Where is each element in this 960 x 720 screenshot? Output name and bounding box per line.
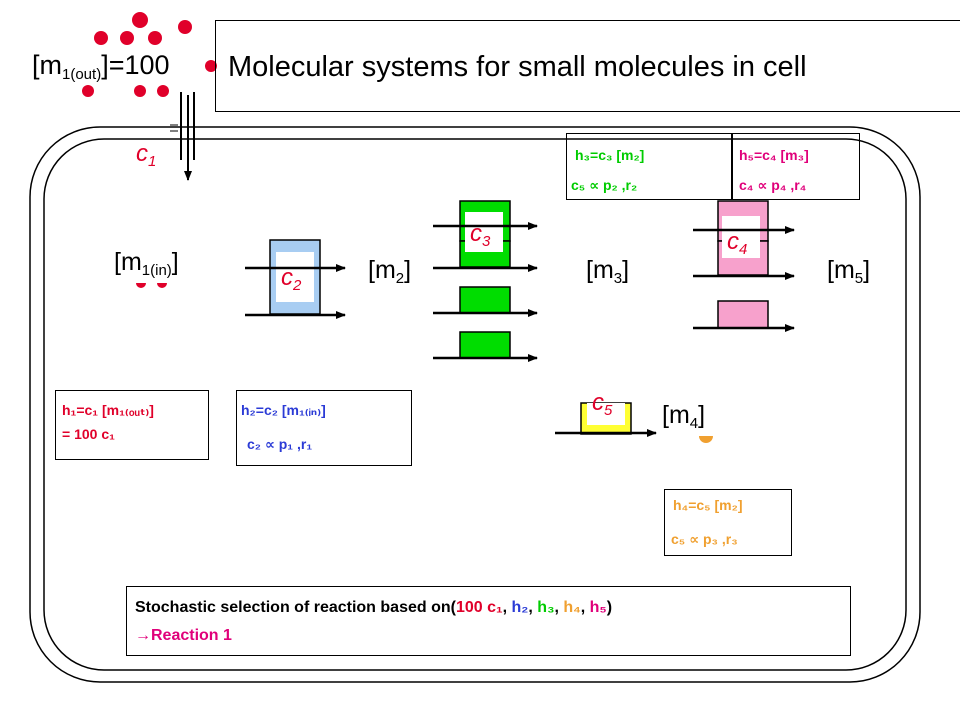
summary-reaction: Reaction 1: [151, 627, 232, 644]
page-title: Molecular systems for small molecules in…: [228, 51, 807, 83]
c4-label-bg: [722, 216, 760, 258]
c5-label-bg: [587, 403, 625, 425]
summary-term-1: 100 c₁: [455, 599, 503, 616]
cell-membrane-outer: [29, 126, 921, 683]
equation-box-h4: h₄=c₅ [m₂] c₅ ∝ p₃ ,r₃: [664, 489, 792, 556]
equation-h2-line1: h₂=c₂ [m₁₍ᵢₙ₎]: [241, 402, 326, 418]
equation-h3-line2: c₅ ∝ p₂ ,r₂: [571, 177, 638, 193]
title-box: Molecular systems for small molecules in…: [215, 20, 960, 112]
species-m1-in: [m1(in)]: [114, 248, 179, 279]
equation-box-h5: h₅=c₄ [m₃] c₄ ∝ p₄ ,r₄: [732, 133, 860, 200]
c3-box-3: [459, 286, 511, 314]
summary-term-3: h₃: [537, 599, 555, 616]
enzyme-label-c1: c1: [136, 140, 157, 170]
c3-label-bg: [465, 212, 503, 252]
m4-molecule: [699, 436, 713, 443]
summary-line-2: →Reaction 1: [135, 627, 232, 645]
summary-term-2: h₂: [511, 599, 529, 616]
outside-molecules: [82, 12, 217, 97]
cell-membrane-inner: [43, 138, 907, 671]
inside-molecule-2: [157, 283, 167, 288]
species-m3: [m3]: [586, 256, 630, 287]
equation-h2-line2: c₂ ∝ p₁ ,r₁: [247, 436, 313, 452]
inside-molecule-1: [136, 283, 146, 288]
equation-h5-line2: c₄ ∝ p₄ ,r₄: [739, 177, 807, 193]
equation-box-h1: h₁=c₁ [m₁₍ₒᵤₜ₎] = 100 c₁: [55, 390, 209, 460]
c3-box-4: [459, 331, 511, 359]
equation-h1-line1: h₁=c₁ [m₁₍ₒᵤₜ₎]: [62, 402, 154, 418]
equation-h1-line2: = 100 c₁: [62, 426, 115, 442]
equation-h5-line1: h₅=c₄ [m₃]: [739, 147, 809, 163]
summary-term-5: h₅: [589, 599, 607, 616]
summary-line-1: Stochastic selection of reaction based o…: [135, 599, 613, 616]
species-m4: [m4]: [662, 401, 706, 432]
equation-h4-line1: h₄=c₅ [m₂]: [673, 497, 743, 513]
m1-out-concentration: [m1(out)]=100: [32, 50, 170, 83]
c4-box-3: [717, 300, 769, 329]
c2-label-bg: [276, 252, 314, 302]
enzyme-label-c5: c5: [592, 389, 613, 419]
equation-h3-line1: h₃=c₃ [m₂]: [575, 147, 645, 163]
summary-box: Stochastic selection of reaction based o…: [126, 586, 851, 656]
summary-term-4: h₄: [563, 599, 581, 616]
equation-h4-line2: c₅ ∝ p₃ ,r₃: [671, 531, 738, 547]
equation-box-h3: h₃=c₃ [m₂] c₅ ∝ p₂ ,r₂: [566, 133, 732, 200]
equation-box-h2: h₂=c₂ [m₁₍ᵢₙ₎] c₂ ∝ p₁ ,r₁: [236, 390, 412, 466]
enzyme-label-c4: c4: [727, 228, 748, 258]
enzyme-label-c2: c2: [281, 264, 302, 294]
species-m2: [m2]: [368, 256, 412, 287]
summary-arrow-icon: →: [135, 627, 151, 644]
species-m5: [m5]: [827, 256, 871, 287]
enzyme-label-c3: c3: [470, 220, 491, 250]
